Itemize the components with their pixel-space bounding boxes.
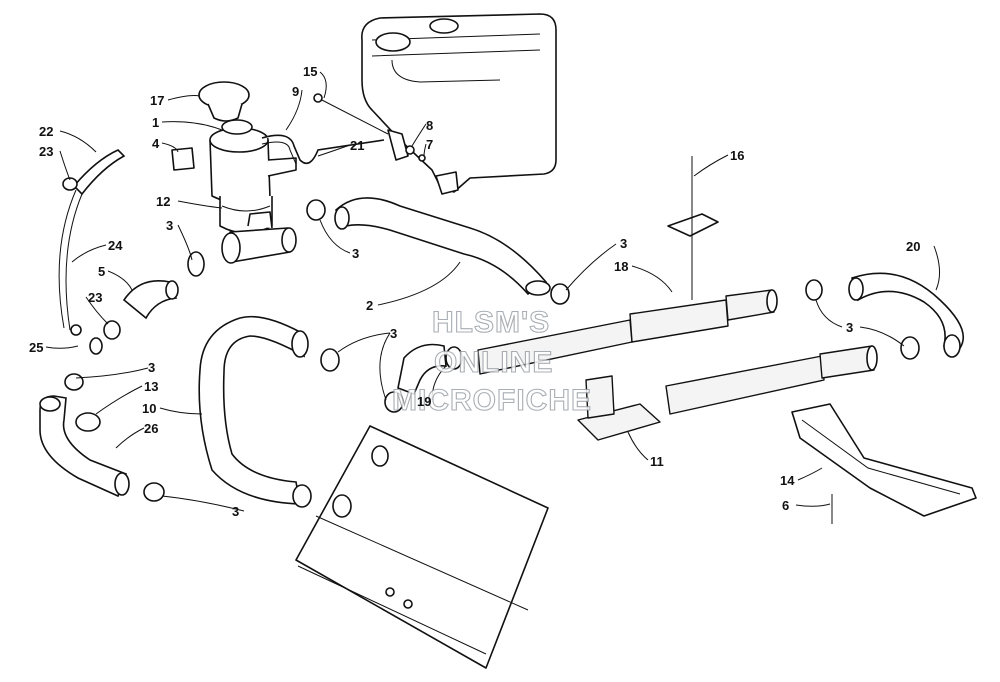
heat-exchanger-plate (295, 425, 549, 669)
skid-protector (791, 403, 977, 517)
callout-3-e: 3 (390, 326, 397, 341)
callout-1: 1 (152, 115, 159, 130)
callout-3-c: 3 (148, 360, 155, 375)
callout-13: 13 (144, 379, 158, 394)
overflow-hose (261, 134, 385, 165)
coolant-tank (361, 13, 557, 195)
heat-exchanger-lower (665, 345, 878, 415)
callout-16: 16 (730, 148, 744, 163)
callout-19: 19 (417, 394, 431, 409)
warning-decal (171, 147, 195, 171)
callout-labels: 17 1 4 15 9 21 8 7 22 23 12 3 3 24 5 23 … (29, 64, 920, 519)
radiator-cap (198, 81, 250, 122)
watermark-line-1: HLSM'S (432, 306, 550, 339)
watermark-line-3: MICROFICHE (392, 384, 592, 417)
callout-23-bottom: 23 (88, 290, 102, 305)
callout-20: 20 (906, 239, 920, 254)
callout-11: 11 (650, 454, 664, 469)
watermark: HLSM'S ONLINE MICROFICHE (391, 305, 592, 417)
coolant-hose-short (122, 280, 178, 320)
heat-exchanger-upper (477, 289, 778, 375)
callout-21: 21 (350, 138, 364, 153)
callout-24: 24 (108, 238, 123, 253)
callout-7: 7 (426, 137, 433, 152)
hose-clamps (62, 177, 920, 508)
callout-6: 6 (782, 498, 789, 513)
tee-fitting (221, 211, 297, 264)
crossover-tube (577, 375, 661, 441)
callout-3-g: 3 (846, 320, 853, 335)
callout-26: 26 (144, 421, 158, 436)
callout-17: 17 (150, 93, 164, 108)
callout-8: 8 (426, 118, 433, 133)
coolant-hose-upper (334, 197, 548, 296)
callout-2: 2 (366, 298, 373, 313)
callout-23-top: 23 (39, 144, 53, 159)
bleed-line (58, 189, 77, 329)
callout-3-b: 3 (352, 246, 359, 261)
callout-9: 9 (292, 84, 299, 99)
watermark-line-2: ONLINE (434, 346, 553, 379)
callout-14: 14 (780, 473, 795, 488)
callout-3-a: 3 (166, 218, 173, 233)
callout-3-d: 3 (232, 504, 239, 519)
callout-5: 5 (98, 264, 105, 279)
callout-3-f: 3 (620, 236, 627, 251)
callout-25: 25 (29, 340, 43, 355)
callout-15: 15 (303, 64, 317, 79)
callout-4: 4 (152, 136, 160, 151)
bleed-hose (72, 149, 126, 196)
leader-lines (45, 71, 940, 512)
callout-12: 12 (156, 194, 170, 209)
support-bracket (667, 156, 719, 300)
mounting-hardware (313, 93, 426, 162)
callout-22: 22 (39, 124, 53, 139)
callout-18: 18 (614, 259, 628, 274)
coolant-hose-u (198, 315, 306, 505)
callout-10: 10 (142, 401, 156, 416)
